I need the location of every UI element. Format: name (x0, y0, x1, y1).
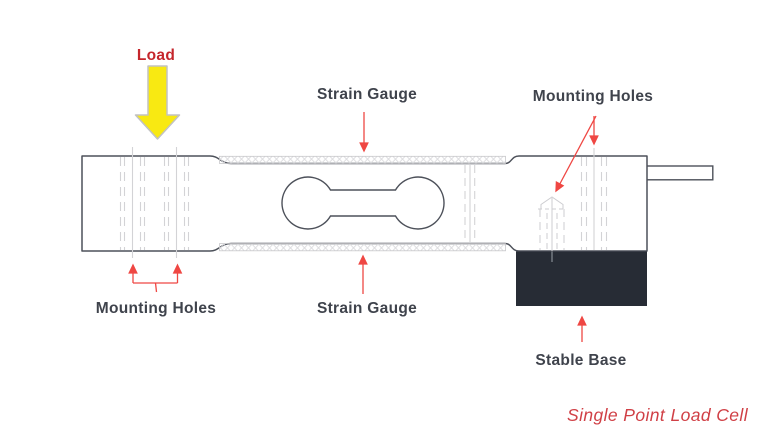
mounting-holes-left-bracket (132, 273, 179, 293)
mounting-holes-top-right-label: Mounting Holes (532, 88, 654, 105)
load-label: Load (136, 47, 176, 64)
mounting-hole-lines-right (580, 148, 608, 250)
strain-gauge-hatch-bottom (219, 243, 506, 252)
strain-gauge-top-label: Strain Gauge (316, 86, 418, 103)
stable-base-arrow (577, 315, 587, 342)
stable-base-block (516, 251, 647, 306)
strain-gauge-bottom-arrow (358, 254, 368, 294)
mounting-holes-left-arrowhead-2 (172, 263, 183, 274)
load-arrow-icon (134, 65, 181, 140)
strain-gauge-hatch-top (219, 155, 506, 164)
mounting-holes-left-arrowhead-1 (128, 263, 138, 274)
diagram-title: Single Point Load Cell (567, 405, 748, 425)
callout-arrows (128, 112, 599, 342)
mounting-hole-lines-left (119, 147, 190, 258)
screw-in-mounting-hole (538, 196, 566, 251)
stable-base-label: Stable Base (535, 352, 627, 369)
cable-connector (646, 165, 714, 181)
strain-gauge-bottom-label: Strain Gauge (316, 300, 418, 317)
strain-gauge-top-arrow (359, 112, 369, 153)
dumbbell-cutout (281, 176, 445, 230)
mounting-hole-lines-beam (464, 165, 476, 242)
mounting-holes-right-arrow-long (555, 115, 597, 193)
mounting-holes-bottom-left-label: Mounting Holes (95, 300, 217, 317)
